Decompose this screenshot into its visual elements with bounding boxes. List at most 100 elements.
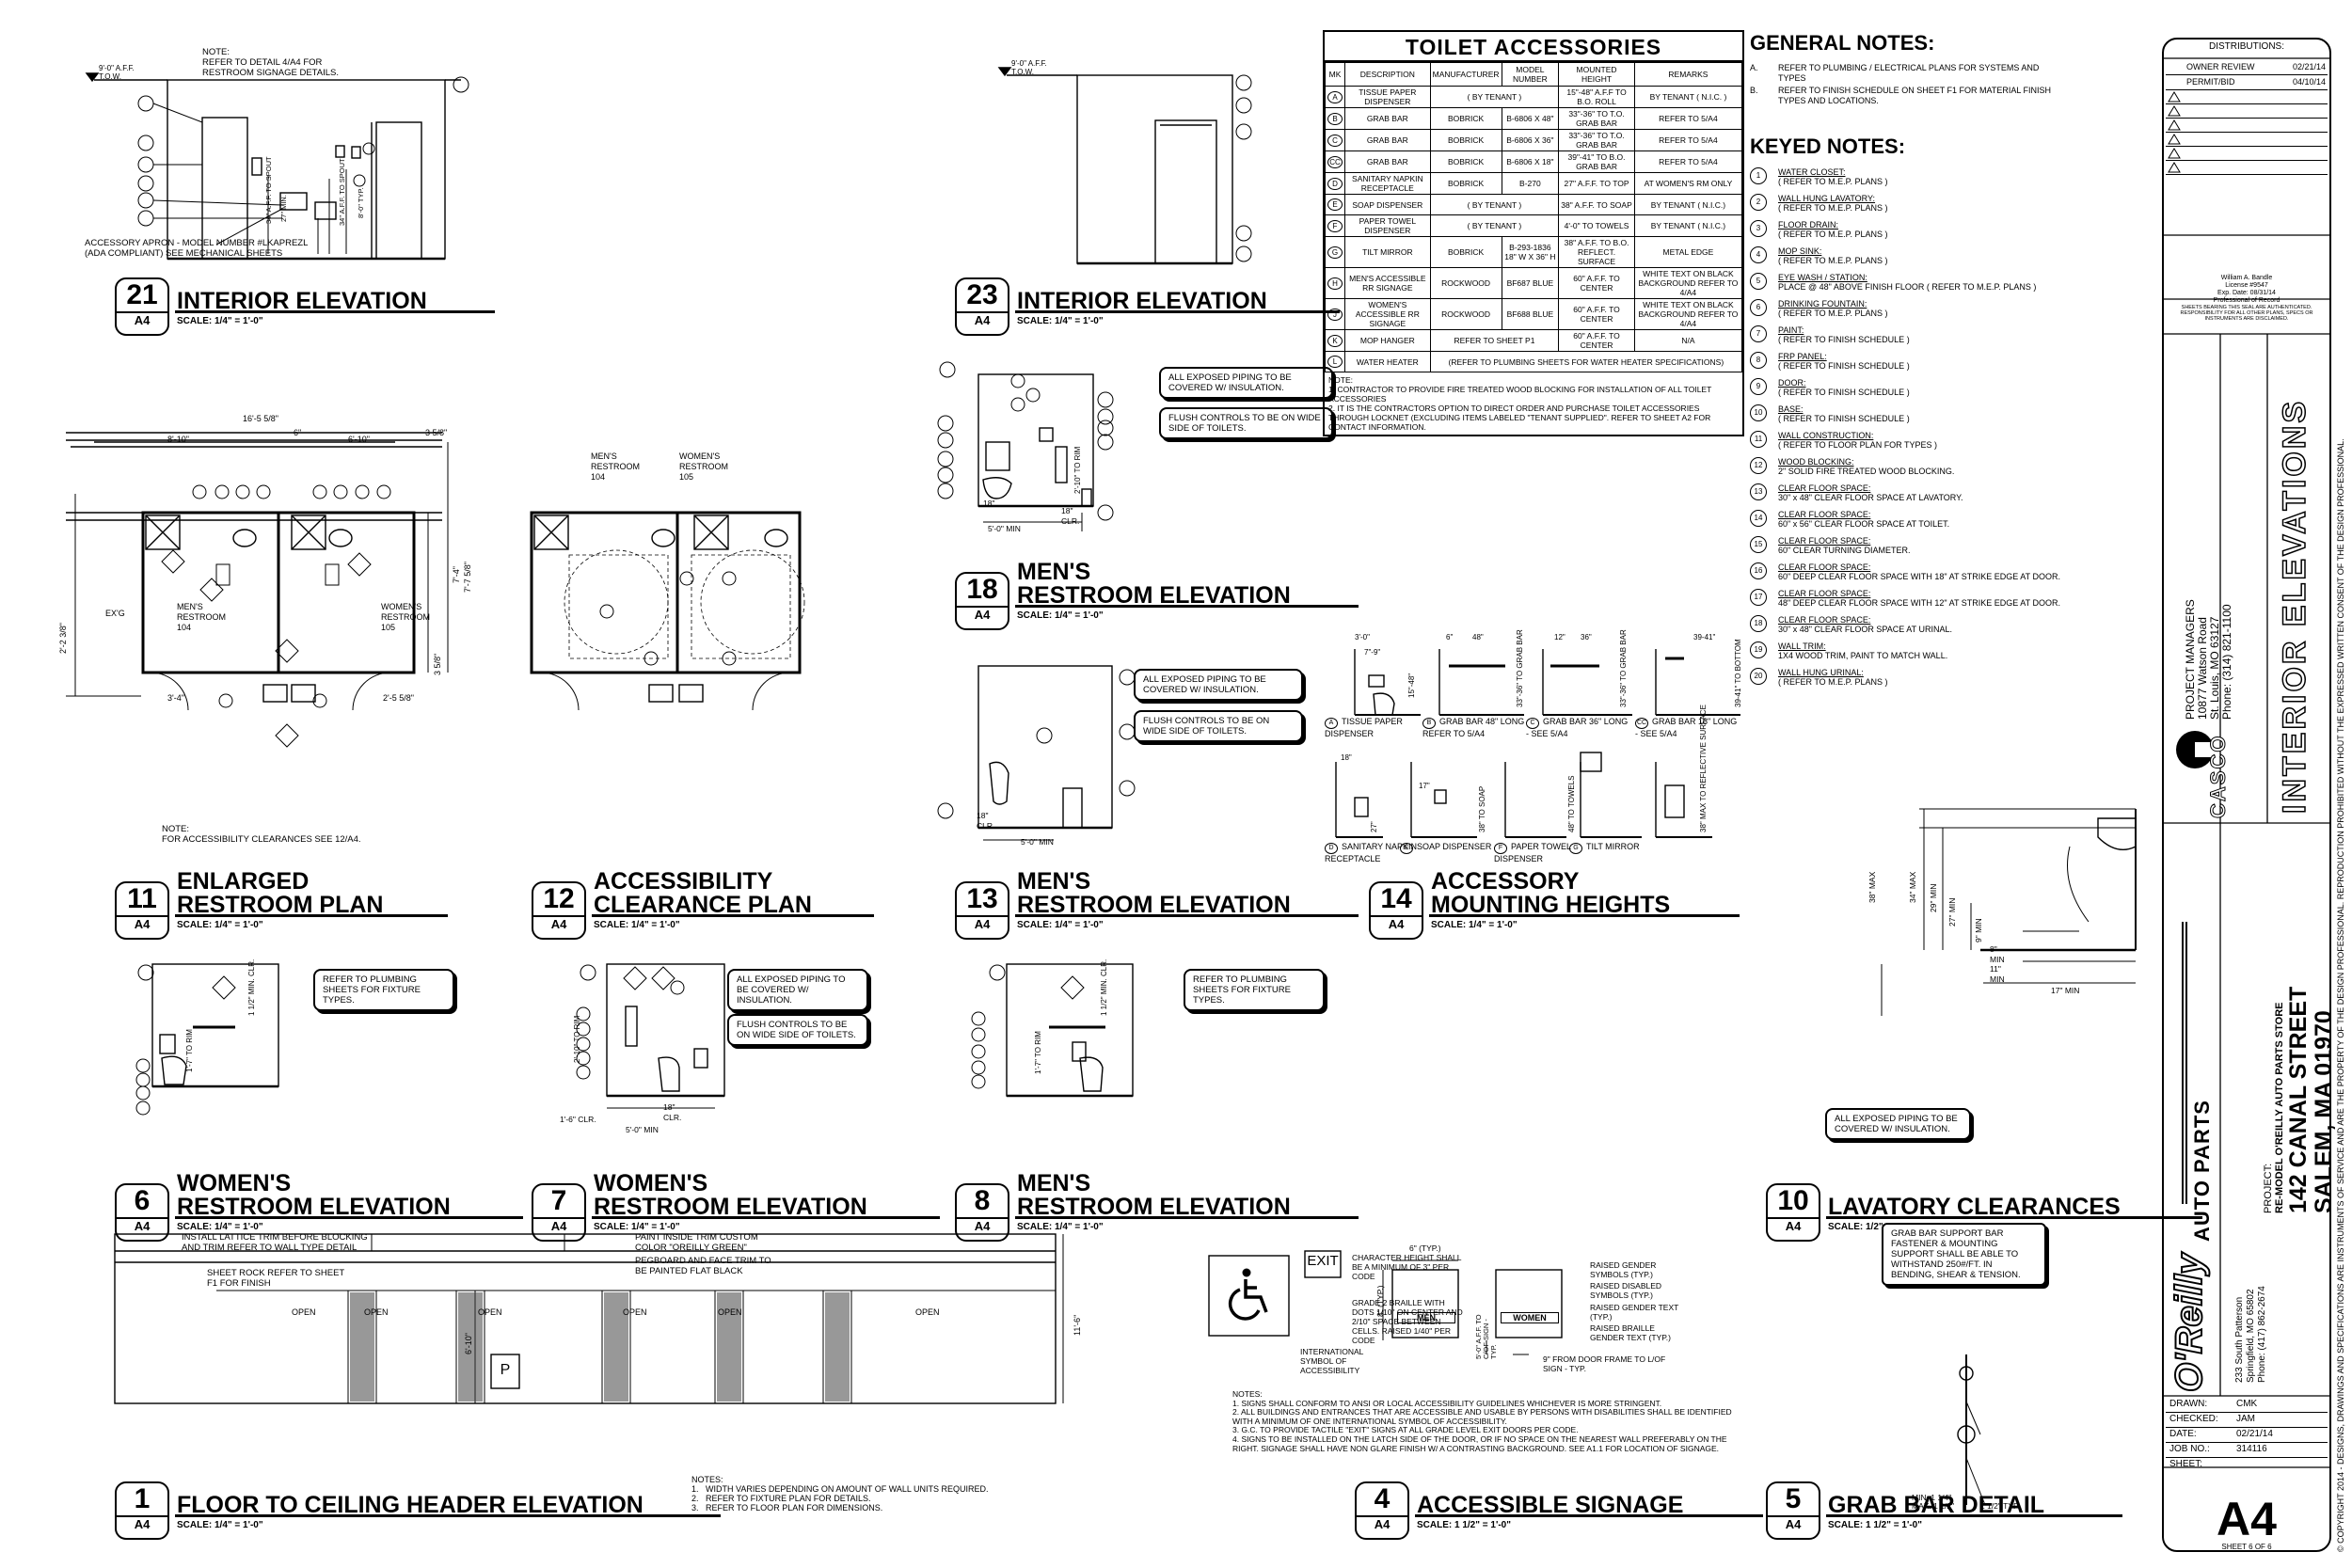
detail-scale: SCALE: 1/4" = 1'-0"	[177, 316, 263, 326]
keyed-note-body: ( REFER TO M.E.P. PLANS )	[1778, 677, 1888, 687]
ta-cell: TISSUE PAPER DISPENSER	[1344, 86, 1431, 108]
d14-dim: 18"	[1341, 753, 1352, 762]
ta-cell: ( BY TENANT )	[1429, 194, 1560, 215]
ta-mark: L	[1327, 356, 1343, 368]
meta-row: JOB NO.:314116	[2166, 1443, 2328, 1458]
d12-mens-label: MEN'S RESTROOM 104	[591, 451, 641, 482]
client-phone: Phone: (417) 862-2674	[2257, 1286, 2267, 1383]
keyed-note-heading: CLEAR FLOOR SPACE:	[1778, 536, 1871, 546]
detail-scale: SCALE: 1/4" = 1'-0"	[1017, 316, 1104, 326]
ta-cell: BF688 BLUE	[1501, 298, 1560, 330]
detail-number: 11	[115, 881, 169, 917]
d14-dim: 38" TO SOAP	[1478, 785, 1486, 832]
ta-mark: D	[1327, 177, 1343, 190]
keyed-note-body: ( REFER TO M.E.P. PLANS )	[1778, 256, 1888, 265]
detail-4-signage	[1208, 1250, 1563, 1355]
ta-cell: (REFER TO PLUMBING SHEETS FOR WATER HEAT…	[1429, 351, 1743, 372]
d14-label-key: B	[1422, 718, 1436, 729]
keyed-note-number: 2	[1750, 194, 1767, 211]
detail-name: LAVATORY CLEARANCES	[1828, 1194, 2121, 1220]
detail-name: WOMEN'S RESTROOM ELEVATION	[594, 1170, 867, 1220]
seal-name: William A. Bandle	[2220, 275, 2273, 281]
d4-r3: RAISED GENDER TEXT (TYP.)	[1590, 1303, 1679, 1322]
ta-cell: ROCKWOOD	[1429, 298, 1502, 330]
keyed-note-body: ( REFER TO FLOOR PLAN FOR TYPES )	[1778, 440, 1938, 450]
detail-title-rule	[1015, 914, 1359, 917]
detail-sheet-ref: A4	[974, 313, 991, 327]
detail-10-lavatory	[1881, 808, 2137, 1016]
ta-cell: E	[1325, 194, 1345, 215]
keyed-note-heading: WALL HUNG LAVATORY:	[1778, 194, 1876, 203]
detail-number: 7	[532, 1183, 586, 1219]
oreilly-logo: O'Reilly	[2168, 1253, 2211, 1393]
detail-scale: SCALE: 1/4" = 1'-0"	[1017, 920, 1104, 930]
revision-triangle-icon	[2166, 133, 2328, 147]
ta-cell: BOBRICK	[1429, 129, 1502, 151]
accessibility-symbol-icon	[1221, 1265, 1278, 1322]
d13-callout-piping: ALL EXPOSED PIPING TO BE COVERED W/ INSU…	[1134, 669, 1303, 701]
d21-apron: ACCESSORY APRON - MODEL NUMBER #LKAPREZL…	[85, 238, 309, 259]
detail-scale: SCALE: 1 1/2" = 1'-0"	[1828, 1520, 1922, 1530]
d14-dim: 27"	[1370, 821, 1378, 832]
ta-cell: B	[1325, 107, 1345, 130]
keyed-note-body: ( REFER TO FINISH SCHEDULE )	[1778, 414, 1910, 423]
detail-number: 12	[532, 881, 586, 917]
d1-paint-note: PAINT INSIDE TRIM CUSTOM COLOR "OREILLY …	[635, 1232, 758, 1253]
d4-char-note: CHARACTER HEIGHT SHALL BE A MINIMUM OF 3…	[1352, 1253, 1462, 1281]
d5-callout-support: GRAB BAR SUPPORT BAR FASTENER & MOUNTING…	[1882, 1223, 2046, 1286]
ta-cell: BOBRICK	[1429, 107, 1502, 130]
detail-sheet-ref: A4	[134, 917, 151, 931]
ta-cell: GRAB BAR	[1344, 107, 1431, 130]
ta-cell: B-6806 X 36"	[1501, 129, 1560, 151]
d14-label-key: CC	[1635, 718, 1648, 729]
meta-value: CMK	[2236, 1399, 2258, 1409]
d12-womens-label: WOMEN'S RESTROOM 105	[679, 451, 729, 482]
d21-dim-2: 27" MIN.	[279, 195, 288, 222]
d8-dim-1: 1 1/2" MIN. CLR.	[1100, 958, 1108, 1016]
meta-row: SHEET:	[2166, 1458, 2328, 1471]
ta-col-header: MODEL NUMBER	[1501, 62, 1560, 87]
detail-name: ACCESSIBLE SIGNAGE	[1417, 1492, 1684, 1518]
keyed-note-text: WATER CLOSET:( REFER TO M.E.P. PLANS )	[1778, 167, 1888, 186]
ta-mark: H	[1327, 277, 1343, 290]
keyed-note-number: 4	[1750, 246, 1767, 263]
ta-mark: F	[1327, 219, 1343, 232]
general-note-text: REFER TO FINISH SCHEDULE ON SHEET F1 FOR…	[1778, 86, 2052, 105]
d4-exit-label: EXIT	[1307, 1253, 1339, 1269]
ta-cell: B-6806 X 48"	[1501, 107, 1560, 130]
d5-min-max: MIN. 1 1/4" MAX. 1 1/2"	[1912, 1493, 1955, 1511]
detail-number: 14	[1369, 881, 1423, 917]
project-address1: 142 CANAL STREET	[2285, 986, 2312, 1213]
detail-sheet-ref: A4	[974, 1219, 991, 1233]
d10-dim-6: 8" MIN	[1990, 944, 2005, 964]
keyed-note-text: FRP PANEL:( REFER TO FINISH SCHEDULE )	[1778, 352, 1910, 371]
detail-scale: SCALE: 1/4" = 1'-0"	[177, 920, 263, 930]
keyed-note-heading: DOOR:	[1778, 378, 1806, 388]
client-addr1: 233 South Patterson	[2234, 1296, 2245, 1383]
ta-cell: BY TENANT ( N.I.C. )	[1633, 86, 1743, 108]
d11-mens-label: MEN'S RESTROOM 104	[177, 602, 227, 632]
d8-dim-2: 1'-7" TO RIM	[1034, 1031, 1042, 1074]
d14-dim: 39-41"	[1693, 633, 1716, 641]
detail-scale: SCALE: 1 1/2" = 1'-0"	[1417, 1520, 1511, 1530]
logo-stripes	[2181, 922, 2188, 1204]
d10-dim-7: 11" MIN	[1990, 964, 2005, 984]
d14-dim: 17"	[1419, 782, 1430, 790]
ta-mark: J	[1327, 308, 1343, 321]
